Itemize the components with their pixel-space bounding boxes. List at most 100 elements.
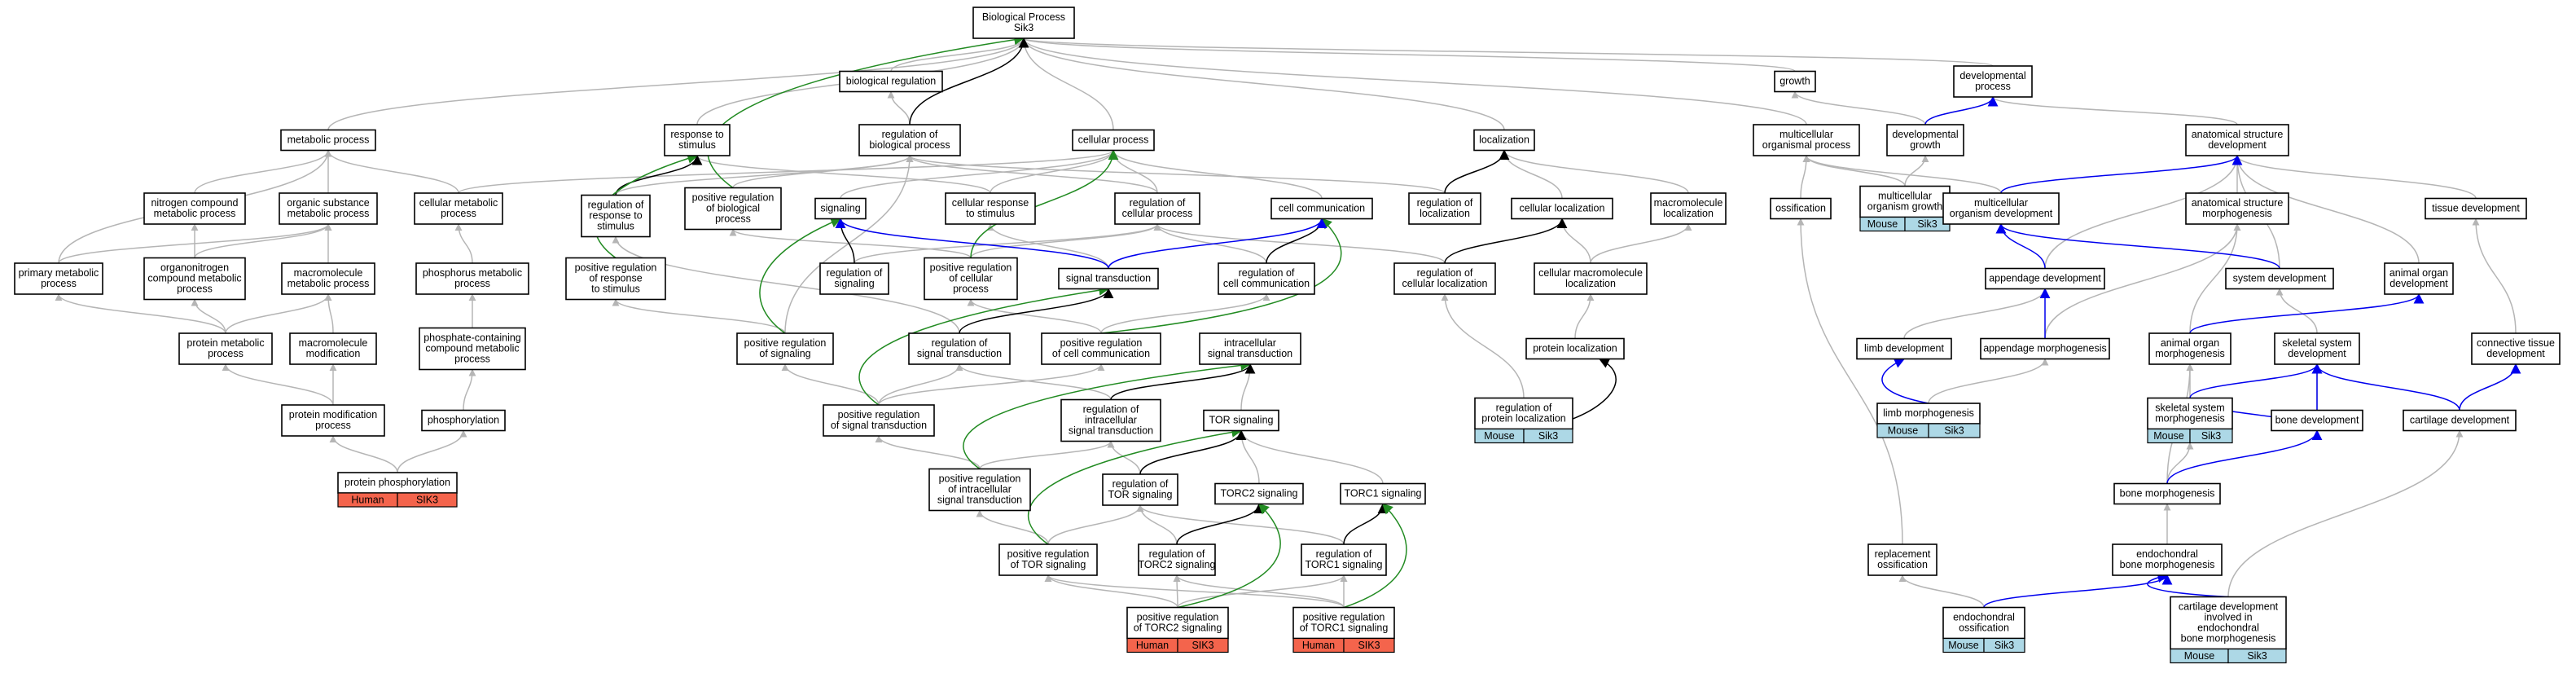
- go-term-torc2[interactable]: TORC2 signaling: [1214, 482, 1304, 505]
- go-term-ossif[interactable]: ossification: [1770, 197, 1832, 220]
- edge-multidev-to-multiorg: [1802, 155, 2002, 194]
- go-term-tissuedev[interactable]: tissue development: [2425, 197, 2527, 220]
- edge-appdev-to-multidev: [1995, 222, 2046, 269]
- go-term-bonemorph[interactable]: bone morphogenesis: [2113, 482, 2221, 505]
- go-term-metab[interactable]: metabolic process: [280, 129, 376, 152]
- go-term-cartdev[interactable]: cartilage development: [2403, 409, 2517, 432]
- go-term-growth[interactable]: growth: [1774, 70, 1816, 93]
- term-label: appendage development: [1989, 273, 2101, 284]
- go-term-bonedev[interactable]: bone development: [2271, 409, 2363, 432]
- go-term-phosph[interactable]: phosphorylation: [421, 409, 506, 432]
- edge-posregtor-to-torsig: [1027, 427, 1243, 545]
- go-term-torc1[interactable]: TORC1 signaling: [1340, 482, 1426, 505]
- go-term-local[interactable]: localization: [1473, 129, 1535, 152]
- go-term-torsig[interactable]: TOR signaling: [1203, 409, 1279, 432]
- edge-ossif-to-multiorg: [1800, 155, 1810, 199]
- go-term-bioreg[interactable]: biological regulation: [839, 70, 943, 93]
- go-term-sysdev[interactable]: system development: [2225, 267, 2334, 290]
- go-term-celllocal[interactable]: cellular localization: [1511, 197, 1613, 220]
- go-term-signaling[interactable]: signaling: [814, 197, 867, 220]
- go-term-cellproc[interactable]: cellular process: [1072, 129, 1155, 152]
- edge-skelmorph-to-skeldev: [2189, 363, 2323, 398]
- term-box: [1218, 262, 1315, 295]
- edge-primmet-to-orgsub: [58, 223, 332, 264]
- badge-gene-cell: [1177, 637, 1229, 653]
- go-term-protloc[interactable]: protein localization: [1525, 337, 1625, 360]
- go-term-cellcomm[interactable]: cell communication: [1270, 197, 1373, 220]
- term-box: [1292, 606, 1395, 640]
- go-term-appdev[interactable]: appendage development: [1985, 267, 2105, 290]
- edge-protmet-to-macromet: [225, 293, 332, 334]
- edge-regcelllocal-to-celllocal: [1444, 218, 1568, 264]
- edge-posregtorc1-to-regtorc2: [1173, 574, 1345, 608]
- term-box: [2271, 409, 2363, 432]
- go-term-limbdev[interactable]: limb development: [1856, 337, 1952, 360]
- edge-cellproc-to-bp: [1020, 37, 1114, 130]
- go-term-appmorph[interactable]: appendage morphogenesis: [1980, 337, 2110, 360]
- badge-species-label: Mouse: [1484, 430, 1515, 442]
- go-term-sigtrans[interactable]: signal transduction: [1058, 267, 1159, 290]
